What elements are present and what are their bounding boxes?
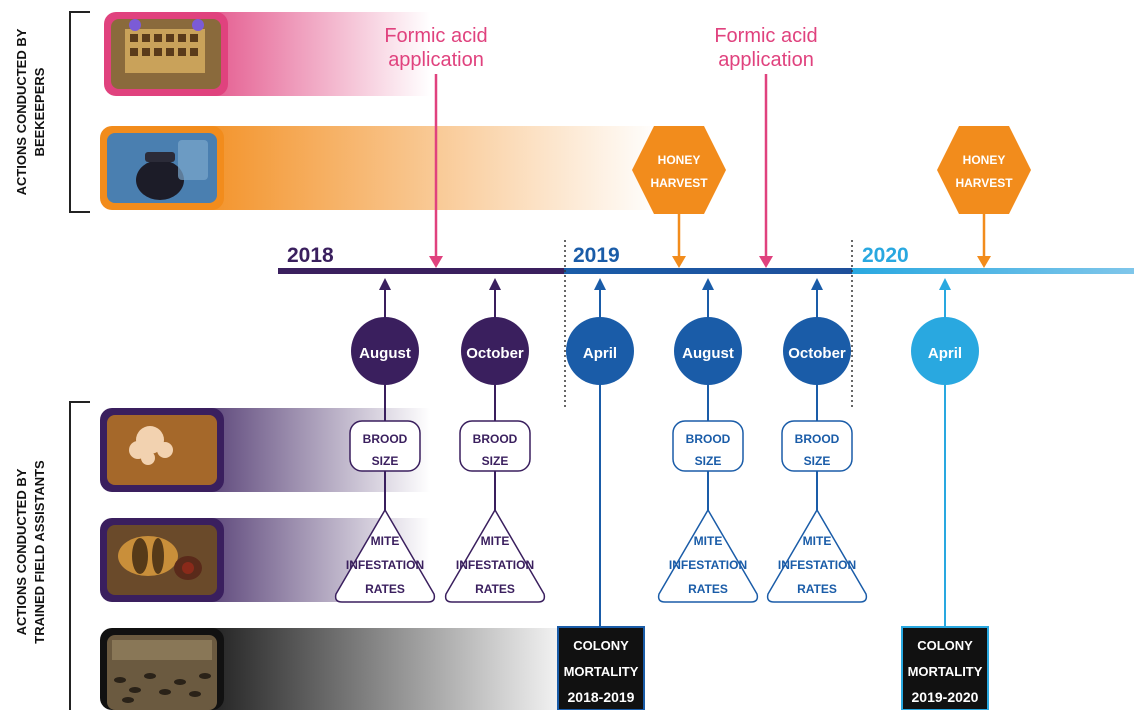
year-2018: 2018 bbox=[287, 244, 334, 267]
honey-harvest-1-line2: HARVEST bbox=[650, 176, 708, 190]
mortality-line1: COLONY bbox=[573, 638, 629, 653]
formic-acid-2-line2: application bbox=[718, 49, 814, 71]
month-label: October bbox=[466, 345, 524, 362]
formic-acid-1-line2: application bbox=[388, 49, 484, 71]
mite-line3: RATES bbox=[797, 582, 837, 596]
formic-acid-2-line1: Formic acid bbox=[714, 25, 817, 47]
mite-line2: INFESTATION bbox=[456, 558, 534, 572]
beekeepers-label-line1: ACTIONS CONDUCTED BY bbox=[14, 28, 29, 195]
month-node-october-2019: October bbox=[783, 317, 851, 385]
brood-size-box-4: BROOD SIZE bbox=[781, 420, 853, 472]
frame-inspection-photo bbox=[104, 12, 228, 96]
axis-2020 bbox=[852, 268, 1134, 274]
mite-line1: MITE bbox=[371, 534, 400, 548]
honey-harvest-2: HONEY HARVEST bbox=[937, 126, 1031, 268]
month-node-august-2019: August bbox=[674, 317, 742, 385]
field-assistants-label-line2: TRAINED FIELD ASSISTANTS bbox=[32, 460, 47, 644]
mite-line3: RATES bbox=[365, 582, 405, 596]
month-node-august-2018: August bbox=[351, 317, 419, 385]
dead-bees-photo bbox=[100, 628, 224, 710]
brood-line1: BROOD bbox=[686, 432, 731, 446]
month-node-april-2020: April bbox=[911, 317, 979, 385]
month-label: October bbox=[788, 345, 846, 362]
mite-line1: MITE bbox=[803, 534, 832, 548]
brood-line1: BROOD bbox=[473, 432, 518, 446]
month-node-october-2018: October bbox=[461, 317, 529, 385]
brood-size-box-2: BROOD SIZE bbox=[459, 420, 531, 472]
honey-harvest-1: HONEY HARVEST bbox=[632, 126, 726, 268]
mite-triangle-3: MITE INFESTATION RATES bbox=[657, 508, 759, 603]
honey-harvest-2-line1: HONEY bbox=[963, 153, 1006, 167]
colony-mortality-box-2019-2020: COLONY MORTALITY 2019-2020 bbox=[901, 626, 989, 710]
honey-harvest-1-line1: HONEY bbox=[658, 153, 701, 167]
field-assistants-bracket bbox=[69, 401, 90, 710]
mite-line3: RATES bbox=[475, 582, 515, 596]
brood-comb-photo bbox=[100, 408, 224, 492]
mite-triangle-1: MITE INFESTATION RATES bbox=[334, 508, 436, 603]
field-assistants-label-line1: ACTIONS CONDUCTED BY bbox=[14, 468, 29, 635]
mite-line1: MITE bbox=[694, 534, 723, 548]
mite-line3: RATES bbox=[688, 582, 728, 596]
brood-size-box-3: BROOD SIZE bbox=[672, 420, 744, 472]
mortality-line3: 2019-2020 bbox=[912, 689, 979, 705]
month-label: April bbox=[928, 345, 962, 362]
beekeepers-bracket bbox=[69, 11, 90, 213]
mite-line2: INFESTATION bbox=[346, 558, 424, 572]
brood-line1: BROOD bbox=[795, 432, 840, 446]
axis-2018 bbox=[278, 268, 564, 274]
pink-band bbox=[200, 12, 430, 96]
brood-line1: BROOD bbox=[363, 432, 408, 446]
formic-acid-2: Formic acid application bbox=[714, 25, 818, 268]
mortality-line2: MORTALITY bbox=[564, 664, 639, 679]
mite-triangle-4: MITE INFESTATION RATES bbox=[766, 508, 868, 603]
mortality-band bbox=[200, 628, 560, 710]
year-2020: 2020 bbox=[862, 244, 909, 267]
colony-mortality-box-2018-2019: COLONY MORTALITY 2018-2019 bbox=[557, 626, 645, 710]
month-node-april-2019: April bbox=[566, 317, 634, 385]
brood-size-box-1: BROOD SIZE bbox=[349, 420, 421, 472]
year-2019: 2019 bbox=[573, 244, 620, 267]
mite-triangle-2: MITE INFESTATION RATES bbox=[444, 508, 546, 603]
mite-line1: MITE bbox=[481, 534, 510, 548]
month-label: April bbox=[583, 345, 617, 362]
mite-line2: INFESTATION bbox=[778, 558, 856, 572]
mortality-line3: 2018-2019 bbox=[568, 689, 635, 705]
orange-band bbox=[200, 126, 660, 210]
brood-line2: SIZE bbox=[372, 454, 399, 468]
formic-acid-1: Formic acid application bbox=[384, 25, 488, 268]
brood-line2: SIZE bbox=[482, 454, 509, 468]
brood-line2: SIZE bbox=[695, 454, 722, 468]
axis-2019 bbox=[564, 268, 852, 274]
bee-mite-photo bbox=[100, 518, 224, 602]
mortality-line2: MORTALITY bbox=[908, 664, 983, 679]
month-label: August bbox=[359, 345, 411, 362]
brood-line2: SIZE bbox=[804, 454, 831, 468]
mite-line2: INFESTATION bbox=[669, 558, 747, 572]
honey-harvest-2-line2: HARVEST bbox=[955, 176, 1013, 190]
formic-acid-1-line1: Formic acid bbox=[384, 25, 487, 47]
mortality-line1: COLONY bbox=[917, 638, 973, 653]
month-label: August bbox=[682, 345, 734, 362]
beekeepers-label-line2: BEEKEEPERS bbox=[32, 67, 47, 156]
honey-jar-photo bbox=[100, 126, 224, 210]
